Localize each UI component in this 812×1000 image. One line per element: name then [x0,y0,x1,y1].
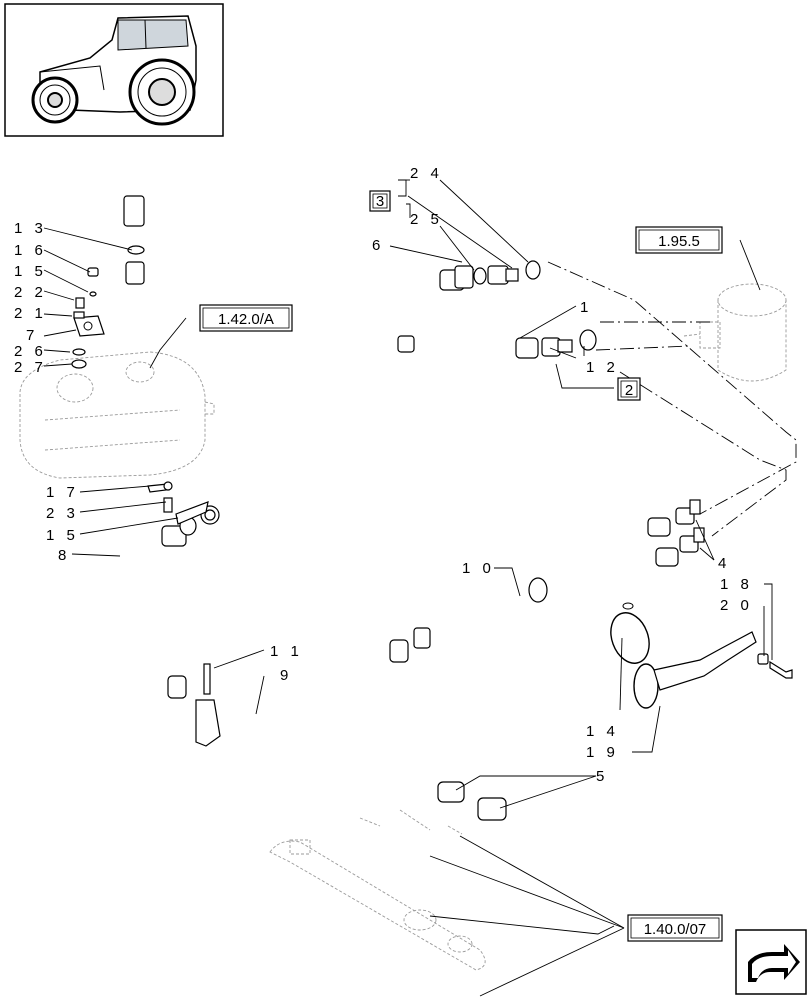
ref-box-1-42-0-A[interactable]: 1.42.0/A [199,304,293,332]
bracket-7 [71,245,145,369]
callout-16: 1 6 [14,242,47,259]
callout-15a: 1 5 [14,263,47,280]
couplers-4 [675,499,705,553]
callout-19: 1 9 [586,744,619,761]
svg-text:1.95.5: 1.95.5 [658,233,700,250]
ref-box-1-95-5[interactable]: 1.95.5 [635,226,723,254]
holder-19 [633,631,793,709]
callout-18: 1 8 [720,576,753,593]
callout-17: 1 7 [46,484,79,501]
pipe-9-10 [198,577,548,721]
ghost-cylinder-1-40-0-07 [269,809,486,971]
leader-lines [43,179,773,997]
callout-21: 2 1 [14,305,47,322]
svg-text:1.42.0/A: 1.42.0/A [218,311,274,328]
hoses-5 [437,517,679,821]
next-page-arrow-icon [748,944,800,982]
tractor-thumbnail[interactable] [4,3,224,137]
fittings-6-25-24 [454,260,541,289]
fitting-12 [541,329,597,357]
callout-1: 1 [580,299,592,316]
callout-8: 8 [58,547,70,564]
svg-text:1.40.0/07: 1.40.0/07 [644,921,707,938]
callout-27: 2 7 [14,359,47,376]
callout-4: 4 [718,555,730,572]
callout-9: 9 [280,667,292,684]
callout-6: 6 [372,237,384,254]
pipe-upper [100,159,465,334]
callout-20: 2 0 [720,597,753,614]
callout-11: 1 1 [270,643,303,660]
callout-25: 2 5 [410,211,443,228]
ghost-pump-1-42 [19,351,215,479]
callout-15b: 1 5 [46,527,79,544]
svg-text:3: 3 [376,193,384,210]
tractor-icon [31,15,197,126]
pipe-lower-8 [96,516,197,699]
connection-lines [547,261,797,537]
hose-end-fitting [123,195,145,227]
callout-13: 1 3 [14,220,47,237]
pipe-middle-1 [200,306,539,525]
callout-26: 2 6 [14,343,47,360]
callout-22: 2 2 [14,284,47,301]
callout-7: 7 [26,327,38,344]
next-page-button[interactable] [735,929,807,995]
ghost-valve-1-95-5 [683,283,787,382]
ref-box-2[interactable]: 2 [617,377,641,401]
ref-box-1-40-0-07[interactable]: 1.40.0/07 [627,914,723,942]
svg-text:2: 2 [625,382,633,399]
callout-10: 1 0 [462,560,495,577]
callout-24: 2 4 [410,165,443,182]
callout-labels: 1 3 1 6 1 5 2 2 2 1 7 2 6 2 7 2 4 2 5 6 … [14,165,753,785]
ring-14 [610,602,650,664]
ref-box-3[interactable]: 3 [369,190,391,212]
callout-14: 1 4 [586,723,619,740]
callout-5: 5 [596,768,608,785]
callout-23: 2 3 [46,505,79,522]
clamp-parts [147,481,221,747]
cap-16 [87,267,99,277]
callout-12: 1 2 [586,359,619,376]
